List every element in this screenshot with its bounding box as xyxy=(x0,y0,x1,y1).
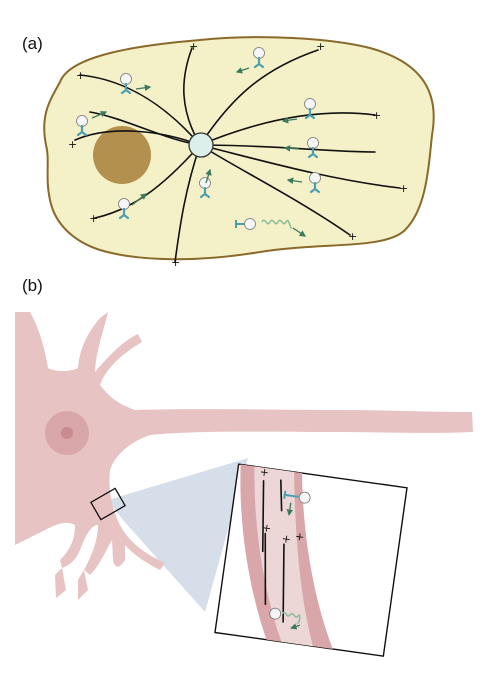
plus-end-icon: + xyxy=(281,532,292,546)
zoom-source-box xyxy=(89,487,127,521)
arrow-icon xyxy=(235,67,250,74)
plus-end-icon: + xyxy=(294,530,305,544)
arrow-icon xyxy=(286,177,303,184)
arrow-icon xyxy=(283,145,300,152)
plus-end-markers: + + + + + + + + + xyxy=(68,40,408,269)
cell-membrane xyxy=(43,36,435,261)
panel-a-cell: + + + + + + + + + xyxy=(43,36,435,269)
plus-end-icon: + xyxy=(68,138,77,151)
vesicle-icon xyxy=(269,607,301,625)
arrow-icon xyxy=(91,111,108,119)
plus-end-icon: + xyxy=(76,69,85,82)
zoom-wedge xyxy=(108,458,248,612)
plus-end-icon: + xyxy=(316,40,325,53)
motor-protein-icon xyxy=(283,490,311,504)
panel-a-label: (a) xyxy=(22,34,43,53)
plus-end-icon: + xyxy=(171,256,180,269)
plus-end-icon: + xyxy=(399,182,408,195)
arrow-icon xyxy=(292,227,307,237)
centrosome xyxy=(188,132,214,158)
arrow-icon xyxy=(281,117,298,124)
dendrite-branch xyxy=(55,568,66,598)
arrow-icon xyxy=(290,623,301,630)
vesicle-icon xyxy=(235,218,293,230)
plus-end-icon: + xyxy=(372,109,381,122)
zoom-inset: + + + + xyxy=(214,463,408,657)
nucleus xyxy=(93,126,151,184)
arrow-icon xyxy=(135,84,152,91)
dendrite-branch xyxy=(78,570,88,600)
arrow-icon xyxy=(205,168,212,184)
arrow-icon xyxy=(131,193,148,206)
neuron-body xyxy=(15,312,473,575)
arrow-icon xyxy=(286,502,294,516)
panel-b-label: (b) xyxy=(22,276,43,295)
plus-end-icon: + xyxy=(259,465,270,479)
panel-b-neuron: + + + + xyxy=(15,312,473,657)
motor-proteins xyxy=(75,46,322,237)
nucleolus xyxy=(61,427,73,439)
plus-end-icon: + xyxy=(261,521,272,535)
plus-end-icon: + xyxy=(89,212,98,225)
inset-microtubules xyxy=(261,479,285,623)
plus-end-icon: + xyxy=(189,40,198,53)
plus-end-icon: + xyxy=(348,230,357,243)
